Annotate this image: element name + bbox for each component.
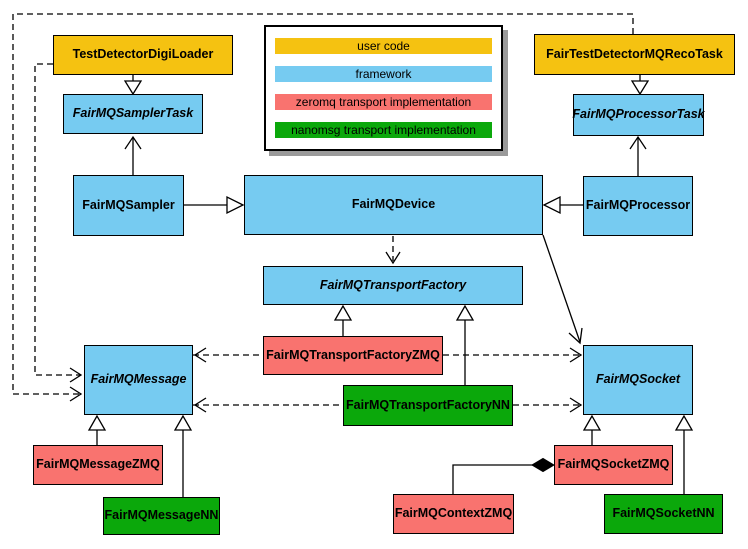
node-fairmqtransportfactory: FairMQTransportFactory — [263, 266, 523, 305]
open-arrow-icon — [124, 135, 142, 150]
node-fairmqprocessortask: FairMQProcessorTask — [572, 94, 705, 136]
edge-messagenn-message-generalization — [173, 414, 193, 497]
node-testdetectordigiloader: TestDetectorDigiLoader — [53, 35, 233, 75]
hollow-triangle-icon — [542, 195, 561, 215]
hollow-triangle-icon — [630, 80, 650, 96]
node-fairmqmessagezmq: FairMQMessageZMQ — [33, 445, 163, 485]
node-fairmqsamplertask: FairMQSamplerTask — [63, 94, 203, 134]
hollow-triangle-icon — [455, 304, 475, 321]
node-fairmqsocketnn: FairMQSocketNN — [604, 494, 723, 534]
open-arrow-icon — [193, 397, 207, 413]
legend-item-framework: framework — [275, 66, 492, 82]
legend-label: nanomsg transport implementation — [291, 123, 476, 137]
node-fairmqsocket: FairMQSocket — [583, 345, 693, 415]
legend-label: zeromq transport implementation — [295, 95, 472, 109]
node-fairmqtransportfactoryzmq: FairMQTransportFactoryZMQ — [263, 336, 443, 375]
hollow-triangle-icon — [674, 414, 694, 431]
edge-transportfactoryzmq-transportfactory-generalization — [333, 304, 353, 336]
hollow-triangle-icon — [173, 414, 193, 431]
edge-digiloader-message-dependency — [34, 63, 83, 383]
legend-item-zeromq: zeromq transport implementation — [275, 94, 492, 110]
hollow-triangle-icon — [333, 304, 353, 321]
filled-diamond-icon — [531, 457, 555, 473]
hollow-triangle-icon — [123, 80, 143, 96]
hollow-triangle-icon — [582, 414, 602, 431]
node-fairtestdetectormqrecotask: FairTestDetectorMQRecoTask — [534, 34, 735, 75]
legend-label: framework — [355, 67, 412, 81]
open-arrow-icon — [629, 135, 647, 150]
legend: user code framework zeromq transport imp… — [264, 25, 503, 151]
edge-socketzmq-socket-generalization — [582, 414, 602, 445]
node-fairmqsocketzmq: FairMQSocketZMQ — [554, 445, 673, 485]
edge-sampler-samplertask-association — [124, 135, 142, 175]
node-fairmqprocessor: FairMQProcessor — [583, 176, 693, 236]
edge-device-socket-association — [542, 234, 583, 345]
edge-transportfactorynn-transportfactory-generalization — [455, 304, 475, 385]
edge-recotask-processortask-generalization — [630, 75, 650, 96]
open-arrow-icon — [193, 347, 207, 363]
open-arrow-icon — [569, 397, 583, 413]
hollow-triangle-icon — [226, 195, 245, 215]
open-arrow-icon — [69, 367, 83, 383]
edge-device-transportfactory-dependency — [385, 236, 401, 265]
edge-processor-processortask-association — [629, 135, 647, 176]
legend-label: user code — [357, 39, 410, 53]
open-arrow-icon — [69, 386, 83, 402]
edge-recotask-message-dependency — [12, 13, 634, 402]
legend-item-nanomsg: nanomsg transport implementation — [275, 122, 492, 138]
open-arrow-icon — [568, 327, 583, 345]
node-fairmqtransportfactorynn: FairMQTransportFactoryNN — [343, 385, 513, 426]
node-fairmqdevice: FairMQDevice — [244, 175, 543, 235]
open-arrow-icon — [569, 347, 583, 363]
open-arrow-icon — [385, 251, 401, 265]
edge-socketnn-socket-generalization — [674, 414, 694, 494]
legend-item-user-code: user code — [275, 38, 492, 54]
edge-processor-device-generalization — [542, 195, 583, 215]
hollow-triangle-icon — [87, 414, 107, 431]
edge-digiloader-samplertask-generalization — [123, 75, 143, 96]
node-fairmqsampler: FairMQSampler — [73, 175, 184, 236]
node-fairmqcontextzmq: FairMQContextZMQ — [393, 494, 514, 534]
edge-contextzmq-socketzmq-composition — [452, 457, 555, 494]
edge-messagezmq-message-generalization — [87, 414, 107, 445]
node-fairmqmessagenn: FairMQMessageNN — [103, 497, 220, 535]
node-fairmqmessage: FairMQMessage — [84, 345, 193, 415]
edge-sampler-device-generalization — [184, 195, 245, 215]
